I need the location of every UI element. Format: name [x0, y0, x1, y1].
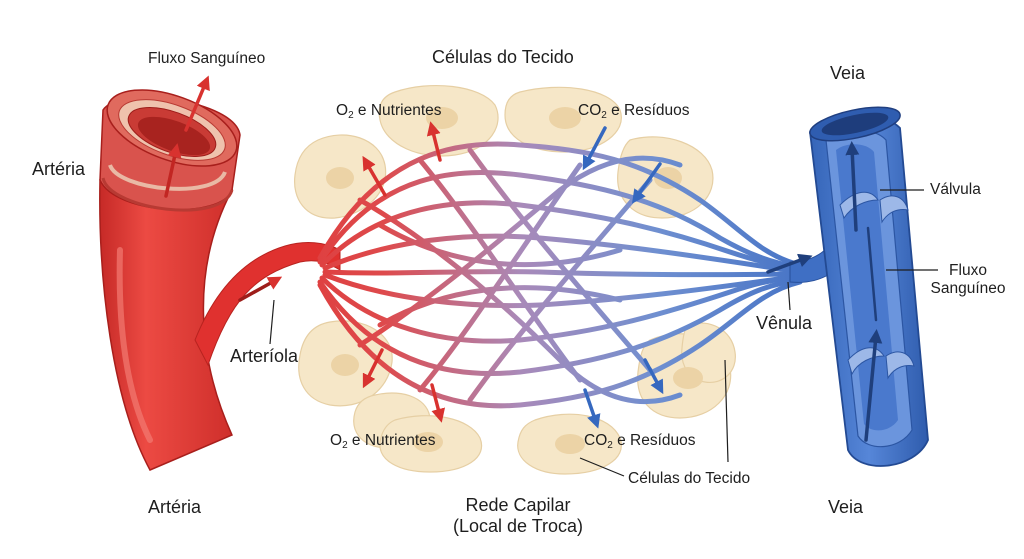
capillary-network — [317, 141, 803, 409]
vein-flow-label: Fluxo Sanguíneo — [928, 262, 1008, 298]
vein-top-label: Veia — [830, 63, 866, 83]
valve-label: Válvula — [930, 181, 981, 198]
co2-bottom-arrow-left — [583, 388, 601, 429]
vein-bottom-label: Veia — [828, 497, 864, 517]
artery-flow-label: Fluxo Sanguíneo — [148, 50, 266, 67]
capillary-label-line1: Rede Capilar — [465, 495, 571, 515]
arteriole-label: Arteríola — [230, 346, 299, 366]
capillary-network-label: Rede Capilar (Local de Troca) — [438, 495, 598, 536]
arteriole-flow-arrow — [238, 276, 283, 302]
o2-nutrients-top-label: O2 e Nutrientes — [336, 102, 442, 121]
o2-nutrients-bottom-label: O2 e Nutrientes — [330, 432, 436, 451]
capillary-label-line2: (Local de Troca) — [452, 515, 584, 536]
vein-flow-arrow-upper — [845, 141, 860, 232]
vein-flow-arrow-center — [866, 226, 878, 322]
flow-arrows — [164, 75, 883, 442]
artery-flow-arrow-lower — [164, 143, 182, 198]
artery-bottom-label: Artéria — [148, 497, 202, 517]
vein-flow-label-line1: Fluxo — [949, 262, 987, 279]
artery-side-label: Artéria — [32, 159, 86, 179]
co2-top-arrow-right — [631, 162, 662, 204]
co2-waste-bottom-label: CO2 e Resíduos — [584, 432, 696, 451]
co2-waste-top-label: CO2 e Resíduos — [578, 102, 690, 121]
venule-flow-arrow — [766, 253, 813, 274]
vein-flow-arrow-lower — [864, 329, 883, 442]
leader-lines — [269, 189, 938, 477]
o2-bottom-arrow-left — [362, 348, 384, 389]
artery — [99, 89, 241, 471]
o2-top-arrow-right — [426, 121, 442, 162]
vein-flow-label-line2: Sanguíneo — [930, 279, 1006, 297]
co2-bottom-arrow-right — [643, 358, 664, 395]
bottom-tissue-label: Células do Tecido — [628, 470, 751, 487]
tissue-nuclei — [326, 107, 703, 454]
vein — [809, 106, 929, 467]
top-tissue-label: Células do Tecido — [432, 47, 574, 67]
artery-flow-arrow-upper — [184, 75, 210, 132]
o2-top-arrow-left — [362, 155, 387, 197]
o2-bottom-arrow-right — [430, 383, 446, 423]
venule-label: Vênula — [756, 313, 813, 333]
co2-top-arrow-left — [582, 126, 607, 171]
